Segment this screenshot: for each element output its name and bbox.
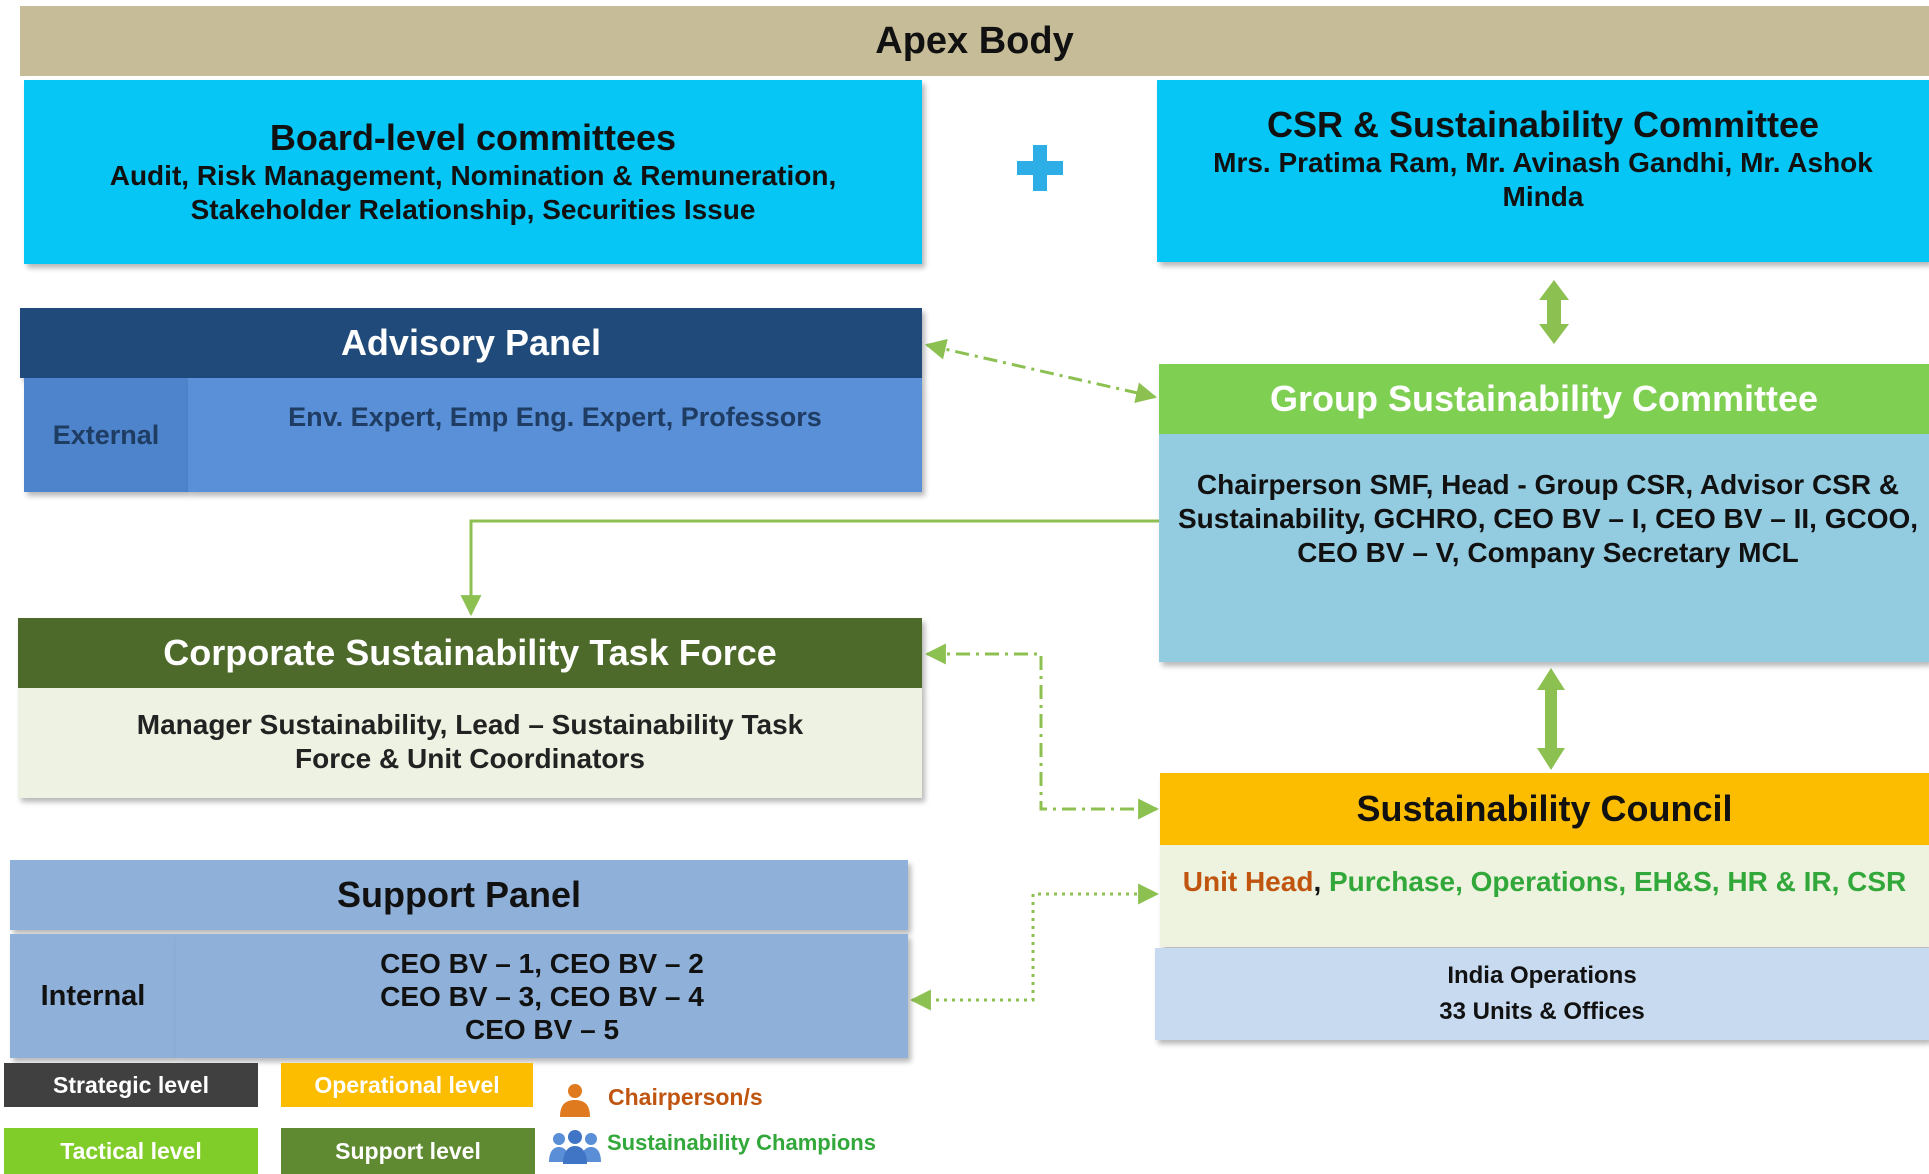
legend-champions: Sustainability Champions bbox=[607, 1130, 876, 1155]
legend-support: Support level bbox=[281, 1128, 535, 1174]
legend-strategic-label: Strategic level bbox=[53, 1071, 209, 1098]
advisory-panel-title: Advisory Panel bbox=[340, 322, 602, 363]
apex-body-header: Apex Body bbox=[20, 6, 1929, 76]
support-panel-header: Support Panel bbox=[10, 860, 908, 930]
legend-tactical-label: Tactical level bbox=[60, 1137, 202, 1164]
support-type-cell: Internal bbox=[10, 934, 176, 1058]
council-functions: Purchase, Operations, EH&S, HR & IR, CSR bbox=[1329, 866, 1907, 897]
advisory-members-cell: Env. Expert, Emp Eng. Expert, Professors bbox=[188, 378, 922, 492]
legend-tactical: Tactical level bbox=[4, 1128, 258, 1174]
india-operations-box: India Operations 33 Units & Offices bbox=[1155, 948, 1929, 1040]
advisory-members: Env. Expert, Emp Eng. Expert, Professors bbox=[288, 402, 822, 432]
board-committees-line2: Stakeholder Relationship, Securities Iss… bbox=[190, 194, 756, 225]
support-council-connector bbox=[909, 883, 1160, 1011]
council-body: Unit Head, Purchase, Operations, EH&S, H… bbox=[1160, 845, 1929, 947]
advisory-group-connector bbox=[924, 338, 1158, 404]
taskforce-council-connector bbox=[924, 643, 1160, 820]
group-taskforce-connector bbox=[460, 519, 1160, 617]
support-line1: CEO BV – 1, CEO BV – 2 bbox=[380, 947, 704, 979]
group-committee-header: Group Sustainability Committee bbox=[1159, 364, 1929, 434]
support-panel-title: Support Panel bbox=[336, 874, 582, 915]
people-group-icon bbox=[549, 1130, 601, 1164]
advisory-panel-header: Advisory Panel bbox=[20, 308, 922, 378]
apex-body-title: Apex Body bbox=[875, 19, 1074, 62]
csr-group-double-arrow bbox=[1539, 280, 1569, 344]
legend-chairperson: Chairperson/s bbox=[608, 1084, 763, 1110]
group-committee-title: Group Sustainability Committee bbox=[1269, 378, 1819, 419]
support-type-label: Internal bbox=[40, 979, 146, 1012]
task-force-body: Manager Sustainability, Lead – Sustainab… bbox=[18, 688, 922, 798]
person-icon bbox=[560, 1084, 590, 1117]
csr-committee-title: CSR & Sustainability Committee bbox=[1266, 104, 1820, 145]
group-council-double-arrow bbox=[1537, 668, 1565, 770]
legend-operational: Operational level bbox=[281, 1063, 533, 1107]
council-header: Sustainability Council bbox=[1160, 773, 1929, 845]
board-committees-line1: Audit, Risk Management, Nomination & Rem… bbox=[109, 160, 837, 191]
india-operations-line1: India Operations bbox=[1447, 962, 1637, 989]
council-title: Sustainability Council bbox=[1356, 788, 1733, 829]
csr-committee-box: CSR & Sustainability Committee Mrs. Prat… bbox=[1157, 80, 1929, 262]
board-committees-box: Board-level committees Audit, Risk Manag… bbox=[24, 80, 922, 264]
plus-icon bbox=[1017, 145, 1063, 191]
support-line2: CEO BV – 3, CEO BV – 4 bbox=[380, 980, 704, 1012]
advisory-type-cell: External bbox=[24, 378, 188, 492]
legend-support-label: Support level bbox=[335, 1137, 481, 1164]
task-force-title: Corporate Sustainability Task Force bbox=[163, 632, 777, 673]
advisory-type-label: External bbox=[52, 419, 160, 450]
support-members-cell: CEO BV – 1, CEO BV – 2 CEO BV – 3, CEO B… bbox=[176, 934, 908, 1058]
group-committee-body: Chairperson SMF, Head - Group CSR, Advis… bbox=[1159, 434, 1929, 662]
task-force-line1: Manager Sustainability, Lead – Sustainab… bbox=[136, 709, 804, 740]
council-separator: , bbox=[1313, 866, 1329, 897]
task-force-header: Corporate Sustainability Task Force bbox=[18, 618, 922, 688]
task-force-line2: Force & Unit Coordinators bbox=[294, 743, 645, 774]
board-committees-title: Board-level committees bbox=[269, 117, 677, 158]
group-committee-members: Chairperson SMF, Head - Group CSR, Advis… bbox=[1177, 469, 1919, 568]
legend-operational-label: Operational level bbox=[314, 1071, 500, 1098]
legend-strategic: Strategic level bbox=[4, 1063, 258, 1107]
support-line3: CEO BV – 5 bbox=[464, 1013, 620, 1045]
csr-committee-members: Mrs. Pratima Ram, Mr. Avinash Gandhi, Mr… bbox=[1213, 147, 1873, 212]
council-unit-head: Unit Head bbox=[1182, 866, 1314, 897]
india-operations-line2: 33 Units & Offices bbox=[1439, 998, 1645, 1025]
